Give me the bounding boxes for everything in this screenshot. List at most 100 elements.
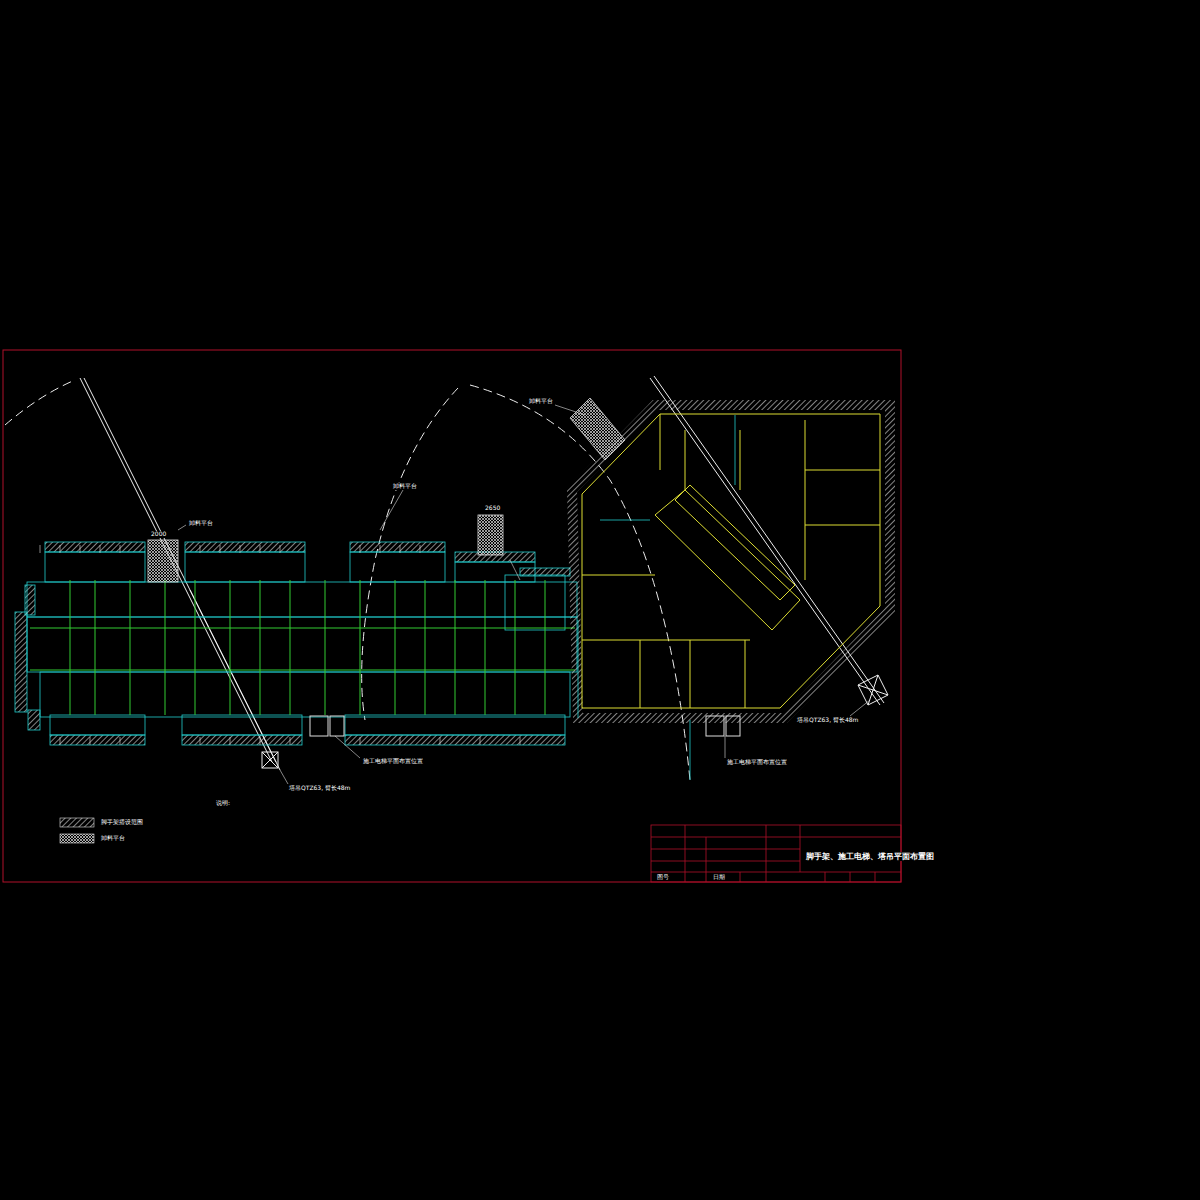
wall xyxy=(545,580,546,715)
leader-line xyxy=(380,490,403,530)
annotation: 塔吊QTZ63, 臂长48m xyxy=(796,717,859,724)
scaffold xyxy=(185,542,305,552)
unloading-platform xyxy=(478,515,503,555)
wall xyxy=(740,430,741,490)
annotation: 2000 xyxy=(150,531,167,538)
legend-text: 卸料平台 xyxy=(100,834,126,843)
wall xyxy=(30,670,575,671)
wall xyxy=(455,580,456,715)
axis-line xyxy=(735,415,736,485)
crane-base xyxy=(858,675,888,705)
building-outline xyxy=(582,414,880,708)
crane-radius xyxy=(5,380,75,425)
leader-line xyxy=(850,700,870,716)
wall xyxy=(290,580,291,715)
title-block xyxy=(800,825,801,872)
wall xyxy=(805,420,806,580)
wall xyxy=(745,640,746,708)
scaffold xyxy=(345,735,565,745)
leader-line xyxy=(178,405,870,784)
title-block xyxy=(651,837,901,838)
crane-base xyxy=(858,675,888,705)
scaffold xyxy=(350,542,445,552)
building-outline xyxy=(45,552,145,582)
axis-line xyxy=(578,415,735,780)
wall xyxy=(360,580,361,715)
sheet-border xyxy=(3,350,901,882)
elevator xyxy=(330,716,344,736)
scaffold xyxy=(15,542,570,745)
wall xyxy=(130,580,131,715)
door-tick xyxy=(40,545,520,745)
drawing-title: 脚手架、施工电梯、塔吊平面布置图 xyxy=(805,852,935,861)
wall xyxy=(30,580,575,715)
annotation: 图号 xyxy=(656,874,670,881)
wall xyxy=(70,580,71,715)
building-outline xyxy=(345,715,565,735)
axis-line xyxy=(578,620,579,718)
wall xyxy=(582,575,655,576)
title-block xyxy=(740,872,741,882)
building-outline xyxy=(182,715,302,735)
unloading-platform xyxy=(148,540,178,582)
annotation: 说明: xyxy=(215,800,231,807)
legend-text: 脚手架搭设范围 xyxy=(100,818,144,827)
building-outline xyxy=(185,552,305,582)
scaffold xyxy=(50,735,145,745)
leader-line xyxy=(335,736,360,758)
wall xyxy=(230,580,231,715)
scaffold xyxy=(25,585,35,615)
title-block xyxy=(875,872,876,882)
wall xyxy=(805,470,880,471)
wall xyxy=(165,580,166,715)
building-outline xyxy=(455,562,535,582)
axis-line xyxy=(690,720,691,780)
crane-base xyxy=(262,752,278,768)
wall xyxy=(675,485,795,600)
wall xyxy=(582,414,880,708)
wall xyxy=(685,430,686,490)
title-block xyxy=(850,872,851,882)
legend-sample xyxy=(60,834,94,843)
wall xyxy=(582,640,750,641)
scaffold xyxy=(15,612,27,712)
annotation: 卸料平台 xyxy=(188,520,214,527)
annotation: 塔吊QTZ63, 臂长48m xyxy=(288,785,351,792)
leader-line xyxy=(280,770,288,784)
wall xyxy=(515,580,516,715)
title-block xyxy=(766,825,767,882)
wall xyxy=(395,580,396,715)
elevator xyxy=(310,716,328,736)
scaffold xyxy=(572,405,890,718)
annotation: 卸料平台 xyxy=(528,398,554,405)
axis-line xyxy=(600,520,650,521)
wall xyxy=(805,525,880,526)
wall xyxy=(95,580,96,715)
wall xyxy=(325,580,326,715)
wall xyxy=(655,490,800,630)
leader-line xyxy=(555,405,585,415)
title-block xyxy=(825,872,826,882)
leader-line xyxy=(725,736,726,758)
title-block xyxy=(651,872,901,873)
building-outline xyxy=(27,582,577,617)
building-outline xyxy=(40,672,570,717)
building-outline xyxy=(27,617,577,672)
title-block xyxy=(706,837,707,882)
building-outline xyxy=(27,552,577,735)
title-block xyxy=(651,849,800,850)
title-block xyxy=(685,825,686,882)
building-outline xyxy=(350,552,445,582)
annotation: 2650 xyxy=(484,505,501,512)
scaffold xyxy=(28,710,40,730)
wall xyxy=(485,580,486,715)
crane-base xyxy=(262,752,278,768)
door-tick xyxy=(40,545,520,745)
building-outline xyxy=(50,715,145,735)
wall xyxy=(425,580,426,715)
unloading-platform xyxy=(148,398,625,582)
wall xyxy=(260,580,261,715)
legend-sample xyxy=(60,818,94,827)
leader-line xyxy=(178,525,186,530)
